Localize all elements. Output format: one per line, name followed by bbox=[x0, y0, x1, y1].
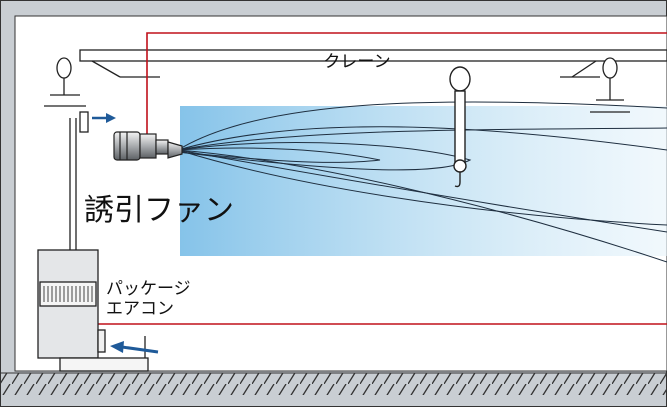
induction-fan bbox=[113, 131, 183, 161]
left-light-fixture bbox=[44, 57, 86, 107]
air-duct bbox=[69, 111, 89, 250]
crane-hook bbox=[449, 66, 471, 188]
crane-label: クレーン bbox=[323, 52, 390, 72]
ac-intake-arrow bbox=[110, 341, 159, 354]
package-air-conditioner bbox=[37, 249, 149, 372]
floor-hatching bbox=[0, 372, 667, 395]
package-ac-label-line1: パッケージ bbox=[106, 279, 191, 299]
air-flow-lines bbox=[177, 101, 667, 263]
right-light-fixture bbox=[590, 57, 630, 113]
crane bbox=[79, 49, 667, 78]
induction-fan-label: 誘引ファン bbox=[84, 193, 234, 228]
duct-outlet-arrow bbox=[92, 113, 116, 123]
package-ac-label-line2: エアコン bbox=[106, 299, 174, 319]
